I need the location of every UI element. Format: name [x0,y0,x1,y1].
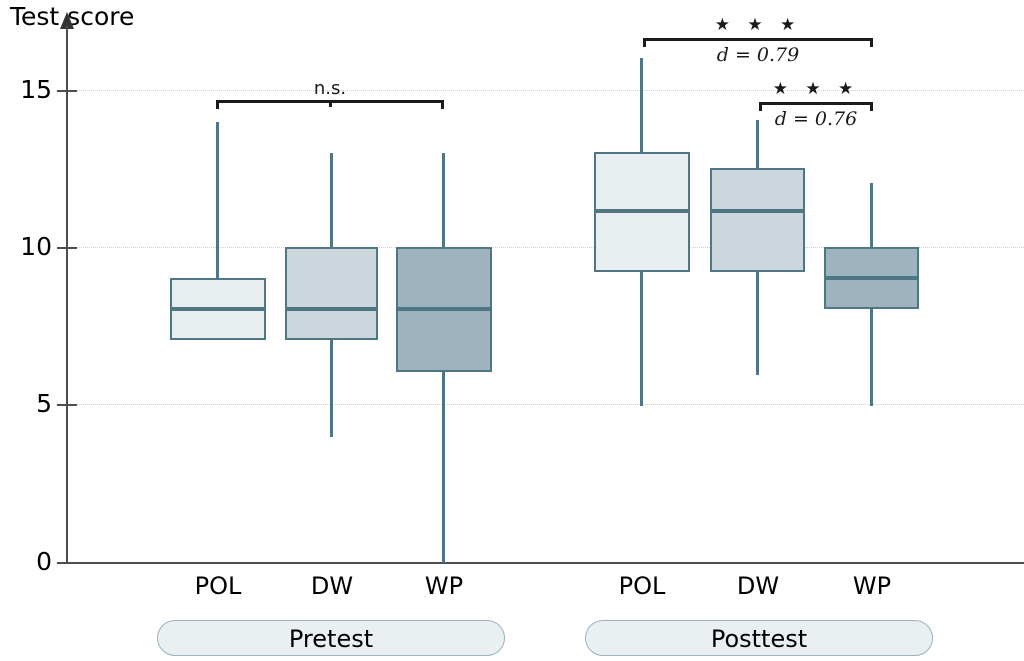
sig-effect-posttest-dw-wp: d = 0.76 [774,108,858,130]
xtick-label-posttest-pol: POL [618,572,666,600]
whisker-pretest-pol [216,122,219,338]
sig-bracket-posttest-pol-wp [643,38,873,47]
group-label-pretest: Pretest [157,620,505,656]
y-tick-5 [57,404,77,406]
xtick-label-posttest-wp: WP [852,572,892,600]
median-pretest-dw [285,307,378,311]
y-axis-line [66,26,68,564]
y-tick-10 [57,247,77,249]
sig-label-pretest-ns: n.s. [313,78,347,99]
sig-bracket-posttest-dw-wp [759,102,873,111]
box-pretest-dw [285,247,378,340]
y-axis-arrow-icon [60,12,74,29]
gridline-5 [77,404,1024,405]
sig-stars-posttest-pol-wp: ★ ★ ★ [714,15,802,35]
y-tick-label-10: 10 [20,232,52,261]
y-tick-label-15: 15 [20,75,52,104]
median-posttest-wp [824,276,919,280]
sig-stars-posttest-dw-wp: ★ ★ ★ [772,79,860,99]
box-posttest-dw [710,168,805,272]
y-tick-15 [57,90,77,92]
xtick-label-posttest-dw: DW [736,572,780,600]
sig-bracket-pretest-midtick [329,100,332,107]
xtick-label-pretest-dw: DW [310,572,354,600]
x-axis-line [66,562,1024,564]
gridline-10 [77,247,1024,248]
median-pretest-pol [170,307,266,311]
median-posttest-dw [710,209,805,213]
median-posttest-pol [594,209,690,213]
gridline-15 [77,90,1024,91]
median-pretest-wp [396,307,492,311]
xtick-label-pretest-wp: WP [424,572,464,600]
y-tick-label-5: 5 [36,389,52,418]
xtick-label-pretest-pol: POL [194,572,242,600]
group-label-posttest: Posttest [585,620,933,656]
y-tick-0 [57,562,77,564]
y-tick-label-0: 0 [36,547,52,576]
sig-effect-posttest-pol-wp: d = 0.79 [716,44,800,66]
